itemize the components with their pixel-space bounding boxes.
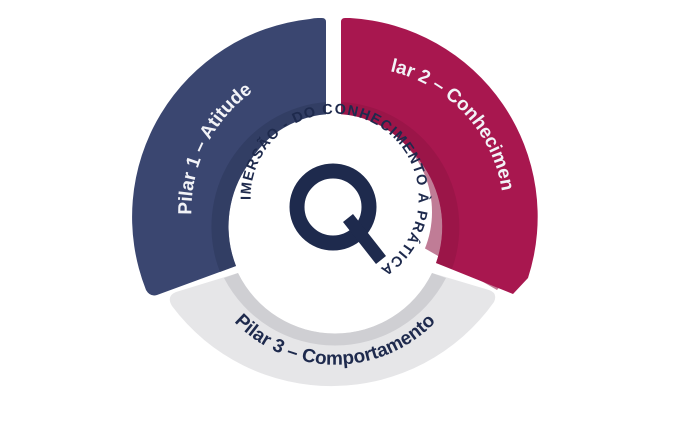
pilar-3-segment <box>169 273 496 387</box>
center-circle <box>236 114 432 310</box>
q-logo-icon <box>289 163 386 264</box>
